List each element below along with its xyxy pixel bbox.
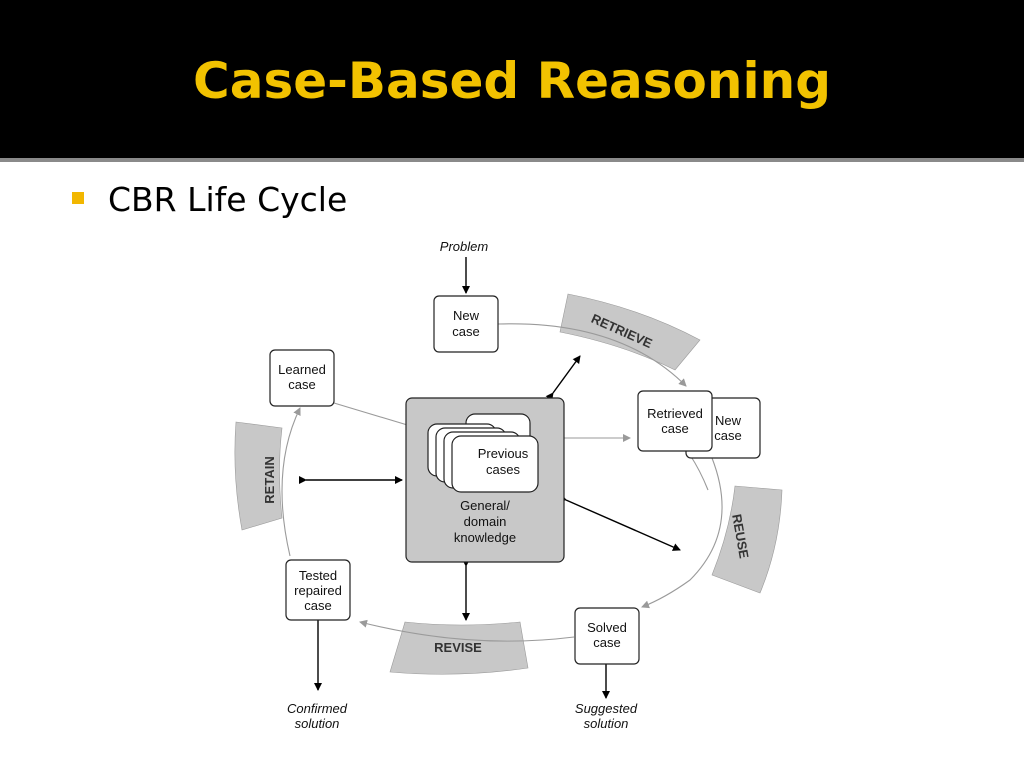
previous-cases-label-2: cases (486, 462, 520, 477)
retrieved-case-label-1: Retrieved (647, 406, 703, 421)
reuse-band (711, 485, 783, 594)
cbr-cycle-diagram: RETRIEVE REUSE REVISE RETAIN Previous ca… (234, 239, 783, 731)
arc-solved-to-tested (359, 619, 575, 642)
bullet-square-icon (72, 192, 84, 204)
suggested-solution-label-2: solution (584, 716, 629, 731)
knowledge-label-1: General/ (460, 498, 510, 513)
new-case-label-1: New (453, 308, 480, 323)
suggested-solution-label-1: Suggested (575, 701, 638, 716)
confirmed-solution-label-1: Confirmed (287, 701, 348, 716)
tested-case-box (285, 559, 351, 621)
solved-case-label-2: case (593, 635, 620, 650)
arc-retrieved-loop (689, 454, 709, 491)
arc-newcase2-to-solved (641, 457, 723, 609)
arrow-reuse-knowledge (557, 493, 681, 551)
tested-case-label-2: repaired (294, 583, 342, 598)
arc-tested-to-learned (281, 407, 301, 557)
learned-case-label-1: Learned (278, 362, 326, 377)
confirmed-solution-label-2: solution (295, 716, 340, 731)
knowledge-label-2: domain (464, 514, 507, 529)
knowledge-label-3: knowledge (454, 530, 516, 545)
learned-case-box (269, 349, 335, 407)
arc-newcase-to-retrieved (497, 323, 687, 387)
phase-retain: RETAIN (262, 456, 277, 503)
retrieved-case-label-2: case (661, 421, 688, 436)
learned-case-label-2: case (288, 377, 315, 392)
new-case-box (433, 295, 499, 353)
problem-label: Problem (440, 239, 489, 254)
tested-case-label-3: case (304, 598, 331, 613)
solved-case-box (574, 607, 640, 665)
title-divider (0, 158, 1024, 162)
new-case-label-2: case (452, 324, 479, 339)
slide-content: CBR Life Cycle RETRIEVE REUSE REVISE RET… (0, 162, 1024, 768)
arrow-retrieve-knowledge (545, 355, 581, 402)
solved-case-label-1: Solved (587, 620, 627, 635)
bullet-text: CBR Life Cycle (108, 180, 348, 219)
tested-case-label-1: Tested (299, 568, 337, 583)
new-case-2-label-2: case (714, 428, 741, 443)
title-bar: Case-Based Reasoning (0, 0, 1024, 158)
retrieved-case-box (637, 390, 713, 452)
retrieve-band (559, 293, 701, 371)
phase-revise: REVISE (434, 640, 482, 655)
new-case-2-label-1: New (715, 413, 742, 428)
previous-cases-label-1: Previous (478, 446, 529, 461)
previous-cases-box (451, 435, 539, 493)
retain-band (234, 421, 283, 531)
slide-title: Case-Based Reasoning (193, 52, 831, 110)
